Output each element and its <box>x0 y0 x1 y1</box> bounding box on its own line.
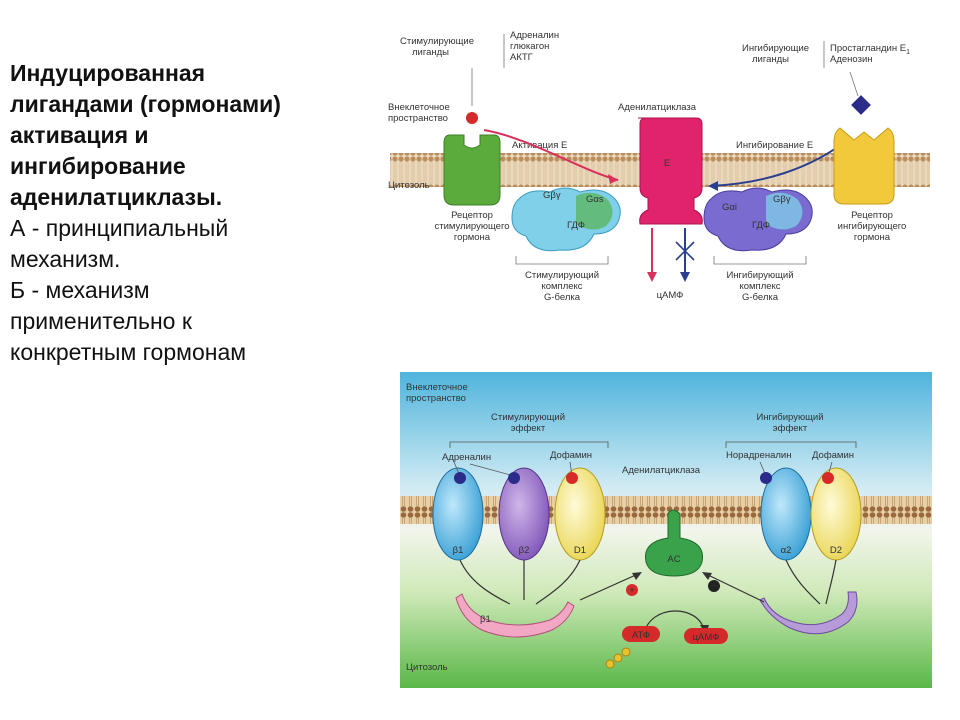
adrenaline-ligand-icon <box>508 472 520 484</box>
adenylate-cyclase-label-b: Аденилатциклаза <box>622 465 701 476</box>
dopamine-ligand-icon <box>566 472 578 484</box>
inhib-g-protein-b-icon <box>759 591 858 635</box>
cytosol-label: Цитозоль <box>388 180 430 191</box>
atp-badge <box>622 626 660 642</box>
receptor-label: D1 <box>574 545 586 556</box>
plus-sign-icon <box>626 584 638 596</box>
slide-title: Индуцированная лигандами (гормонами) акт… <box>10 58 370 213</box>
g-alpha-s-label: Gβγ <box>543 190 561 201</box>
title-line: аденилатциклазы. <box>10 184 223 210</box>
part-a-caption: А - принципиальный механизм. <box>10 213 370 275</box>
receptor-label: β1 <box>453 545 464 556</box>
g-alpha-s-label: Gαs <box>586 194 604 205</box>
g-subunit-label: β1 <box>480 614 491 625</box>
plus-sign: + <box>629 585 635 596</box>
g-beta-gamma-i-label: Gβγ <box>773 194 791 205</box>
minus-sign: − <box>711 581 717 592</box>
adrenaline-label: Адреналин <box>442 452 491 463</box>
caption-line: механизм. <box>10 246 121 272</box>
inhib-ligand-icon <box>851 95 871 115</box>
noradrenaline-label: Норадреналин <box>726 450 791 461</box>
camp-label-b: цАМФ <box>693 632 720 643</box>
title-line: лигандами (гормонами) <box>10 91 281 117</box>
caption-line: применительно к <box>10 308 192 334</box>
camp-label-a: цАМФ <box>657 290 684 301</box>
gdp-stim-label: ГДФ <box>567 220 585 231</box>
dopamine-ligand-icon <box>822 472 834 484</box>
adenylate-cyclase-icon <box>638 117 703 225</box>
enzyme-letter: E <box>664 158 670 169</box>
atp-label: АТФ <box>632 630 650 641</box>
dopamine-label-inhib: Дофамин <box>812 450 854 461</box>
stim-g-protein-b-icon <box>455 593 575 638</box>
receptor-label: D2 <box>830 545 842 556</box>
adenylate-cyclase-label: Аденилатциклаза <box>618 102 697 113</box>
ac-enzyme-icon <box>644 509 704 577</box>
minus-sign-icon <box>708 580 720 592</box>
noradrenaline-ligand-icon <box>760 472 772 484</box>
caption-line: конкретным гормонам <box>10 339 247 365</box>
title-line: активация и <box>10 122 149 148</box>
slide-text: Индуцированная лигандами (гормонами) акт… <box>10 58 370 368</box>
inhibition-label: Ингибирование Е <box>736 140 813 151</box>
adrenaline-ligand-icon <box>454 472 466 484</box>
dopamine-label-stim: Дофамин <box>550 450 592 461</box>
beta1-receptor <box>432 467 484 561</box>
g-alpha-i-label: Gαi <box>722 202 737 213</box>
camp-badge <box>684 628 728 644</box>
cytosol-label-b: Цитозоль <box>406 662 448 673</box>
stim-receptor-icon <box>443 134 501 206</box>
inhib-receptor-icon <box>833 127 895 205</box>
receptor-label: α2 <box>781 545 792 556</box>
ac-label: AC <box>667 554 680 565</box>
caption-line: А - принципиальный <box>10 215 229 241</box>
stim-ligand-icon <box>466 112 478 124</box>
receptor-label: β2 <box>519 545 530 556</box>
gdp-inhib-label: ГДФ <box>752 220 770 231</box>
title-line: Индуцированная <box>10 60 206 86</box>
title-line: ингибирование <box>10 153 186 179</box>
caption-line: Б - механизм <box>10 277 150 303</box>
activation-label: Активация Е <box>512 140 567 151</box>
part-b-caption: Б - механизм применительно к конкретным … <box>10 275 370 368</box>
